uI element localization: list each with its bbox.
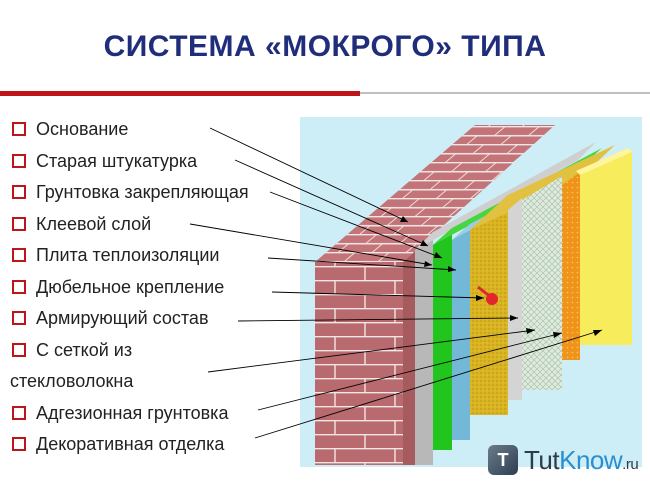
layer-reinforcing: [508, 198, 522, 400]
pointer-arrowheads: [400, 216, 602, 338]
legend-label: С сеткой из: [36, 339, 133, 360]
legend-item: Армирующий состав: [10, 305, 249, 337]
legend-label: Плита теплоизоляции: [36, 245, 220, 265]
legend-item: Плита теплоизоляции: [10, 242, 249, 274]
square-bullet-icon: [12, 153, 26, 168]
layer-legend: Основание Старая штукатурка Грунтовка за…: [10, 116, 249, 463]
square-bullet-icon: [12, 248, 26, 262]
title-underline-grey: [360, 92, 650, 94]
legend-label: Клеевой слой: [36, 213, 152, 234]
square-bullet-icon: [12, 342, 26, 357]
legend-item-continuation: стекловолокна: [10, 368, 249, 400]
legend-item: Адгезионная грунтовка: [10, 400, 249, 432]
legend-label: Дюбельное крепление: [36, 276, 225, 297]
legend-label: Грунтовка закрепляющая: [36, 182, 249, 202]
brick-top-face: [315, 125, 555, 262]
square-bullet-icon: [12, 122, 26, 136]
legend-label: стекловолокна: [10, 371, 134, 391]
layer-glue: [452, 224, 470, 440]
pointer-lines: [189, 127, 603, 439]
layer-insulation: [470, 195, 508, 415]
legend-item: Основание: [10, 116, 249, 148]
layer-mesh: [522, 176, 562, 390]
tutknow-logo-icon: T: [488, 445, 518, 475]
legend-item: Грунтовка закрепляющая: [10, 179, 249, 211]
legend-label: Старая штукатурка: [36, 150, 198, 171]
square-bullet-icon: [12, 437, 26, 451]
square-bullet-icon: [12, 311, 26, 325]
square-bullet-icon: [12, 405, 26, 420]
dowel-head: [486, 293, 498, 305]
layer-old-plaster: [415, 232, 433, 465]
legend-item: Старая штукатурка: [10, 148, 249, 180]
tutknow-logo-text: TutKnow.ru: [524, 444, 639, 475]
layer-adhesion-primer: [562, 172, 580, 360]
legend-label: Армирующий состав: [36, 308, 209, 328]
brick-front-face: [315, 262, 403, 465]
legend-label: Декоративная отделка: [36, 434, 225, 454]
layer-primer: [433, 228, 452, 450]
legend-item: Декоративная отделка: [10, 431, 249, 463]
legend-item: Дюбельное крепление: [10, 274, 249, 306]
square-bullet-icon: [12, 279, 26, 294]
title-underline-red: [0, 91, 360, 96]
legend-item: С сеткой из: [10, 337, 249, 369]
legend-item: Клеевой слой: [10, 211, 249, 243]
page-title: СИСТЕМА «МОКРОГО» ТИПА: [103, 30, 547, 63]
square-bullet-icon: [12, 216, 26, 231]
square-bullet-icon: [12, 185, 26, 199]
legend-label: Адгезионная грунтовка: [36, 402, 229, 423]
tutknow-watermark: T TutKnow.ru: [488, 440, 639, 480]
layer-decorative-finish: [580, 152, 632, 345]
legend-label: Основание: [36, 119, 129, 139]
